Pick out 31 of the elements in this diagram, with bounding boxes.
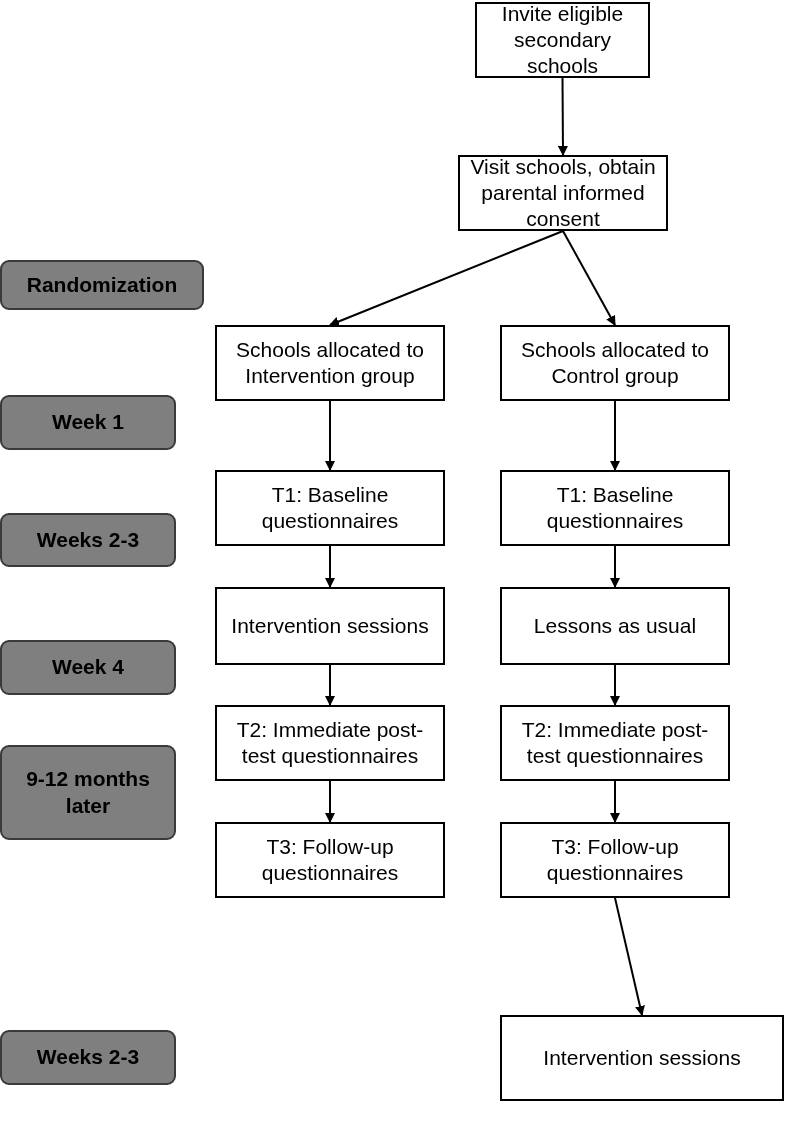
phase-label: 9-12 months later xyxy=(0,745,176,840)
arrow xyxy=(610,545,620,588)
arrow xyxy=(610,400,620,471)
process-box: Intervention sessions xyxy=(215,587,445,665)
arrow xyxy=(610,780,620,823)
arrow xyxy=(325,545,335,588)
process-box: Schools allocated to Intervention group xyxy=(215,325,445,401)
arrow xyxy=(614,897,645,1016)
process-box: Lessons as usual xyxy=(500,587,730,665)
process-box: Invite eligible secondary schools xyxy=(475,2,650,78)
process-box: Visit schools, obtain parental informed consent xyxy=(458,155,668,231)
process-box: T1: Baseline questionnaires xyxy=(500,470,730,546)
phase-label: Week 1 xyxy=(0,395,176,450)
process-box: Intervention sessions xyxy=(500,1015,784,1101)
arrow xyxy=(325,780,335,823)
process-box: T1: Baseline questionnaires xyxy=(215,470,445,546)
process-box: T2: Immediate post-test questionnaires xyxy=(500,705,730,781)
phase-label: Week 4 xyxy=(0,640,176,695)
phase-label: Weeks 2-3 xyxy=(0,1030,176,1085)
process-box: T3: Follow-up questionnaires xyxy=(215,822,445,898)
arrow xyxy=(325,664,335,706)
phase-label: Randomization xyxy=(0,260,204,310)
arrow xyxy=(562,230,616,326)
arrow xyxy=(557,77,568,156)
arrow xyxy=(325,400,335,471)
phase-label: Weeks 2-3 xyxy=(0,513,176,567)
process-box: Schools allocated to Control group xyxy=(500,325,730,401)
arrow xyxy=(610,664,620,706)
process-box: T2: Immediate post-test questionnaires xyxy=(215,705,445,781)
arrow xyxy=(329,230,564,327)
process-box: T3: Follow-up questionnaires xyxy=(500,822,730,898)
